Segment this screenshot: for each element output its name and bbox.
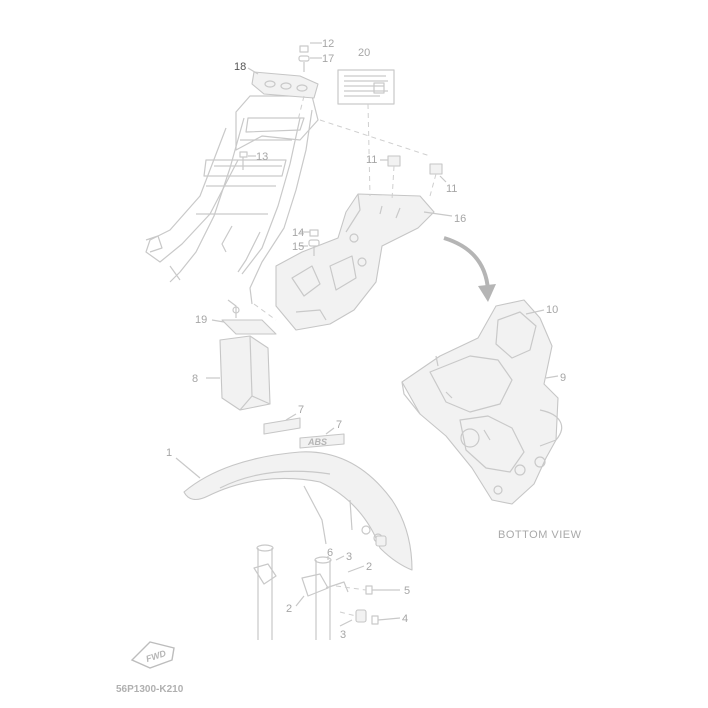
bolt-part-4 bbox=[371, 615, 401, 625]
bolt-part-5 bbox=[365, 585, 400, 595]
mud-flap-part-8 bbox=[219, 335, 271, 411]
bottom-view-arrow bbox=[443, 236, 496, 302]
emblem-part-7: ABS bbox=[263, 417, 345, 449]
callout-16: 16 bbox=[454, 213, 466, 225]
callout-15: 15 bbox=[292, 241, 304, 253]
callout-11-upper: 11 bbox=[366, 154, 377, 166]
plate-part-19 bbox=[221, 319, 277, 335]
front-fender-part-1 bbox=[183, 451, 413, 571]
callout-2-right: 2 bbox=[366, 561, 372, 573]
callout-13: 13 bbox=[256, 151, 268, 163]
rear-fender-part-16 bbox=[275, 193, 435, 331]
callout-1: 1 bbox=[166, 447, 172, 459]
callout-18: 18 bbox=[234, 61, 246, 73]
callout-7-lower: 7 bbox=[336, 419, 342, 431]
diagram-code: 56P1300-K210 bbox=[116, 684, 184, 695]
callout-numbers: 12 17 18 20 13 11 11 16 14 15 10 19 8 9 … bbox=[166, 38, 566, 641]
callout-3-upper: 3 bbox=[346, 551, 352, 563]
front-forks bbox=[253, 544, 349, 640]
callout-17: 17 bbox=[322, 53, 334, 65]
nut-part-11 bbox=[387, 155, 443, 201]
callout-2-left: 2 bbox=[286, 603, 292, 615]
callout-11-right: 11 bbox=[446, 183, 457, 195]
bottom-view-label: BOTTOM VIEW bbox=[498, 529, 582, 541]
callout-5: 5 bbox=[404, 585, 410, 597]
callout-3-lower: 3 bbox=[340, 629, 346, 641]
fwd-arrow-icon: FWD bbox=[130, 641, 175, 669]
callout-10: 10 bbox=[546, 304, 558, 316]
fwd-label: FWD bbox=[145, 648, 168, 664]
abs-badge-text: ABS bbox=[307, 437, 327, 447]
bottom-view-fender bbox=[401, 299, 563, 505]
collar-part-3 bbox=[355, 535, 387, 623]
callout-leaders bbox=[175, 42, 559, 627]
callout-4: 4 bbox=[402, 613, 408, 625]
bolt-part-14 bbox=[308, 229, 320, 256]
callout-20: 20 bbox=[358, 47, 370, 59]
rear-frame bbox=[145, 95, 319, 318]
seat-bracket-part-18 bbox=[251, 71, 319, 99]
callout-9: 9 bbox=[560, 372, 566, 384]
callout-14: 14 bbox=[292, 227, 304, 239]
bolt-part-12 bbox=[298, 45, 310, 72]
callout-7-upper: 7 bbox=[298, 404, 304, 416]
callout-6: 6 bbox=[327, 547, 333, 559]
callout-19: 19 bbox=[195, 314, 207, 326]
bolt-part-13 bbox=[239, 151, 248, 170]
caution-label-part-20 bbox=[337, 69, 395, 105]
callout-12: 12 bbox=[322, 38, 334, 50]
callout-8: 8 bbox=[192, 373, 198, 385]
